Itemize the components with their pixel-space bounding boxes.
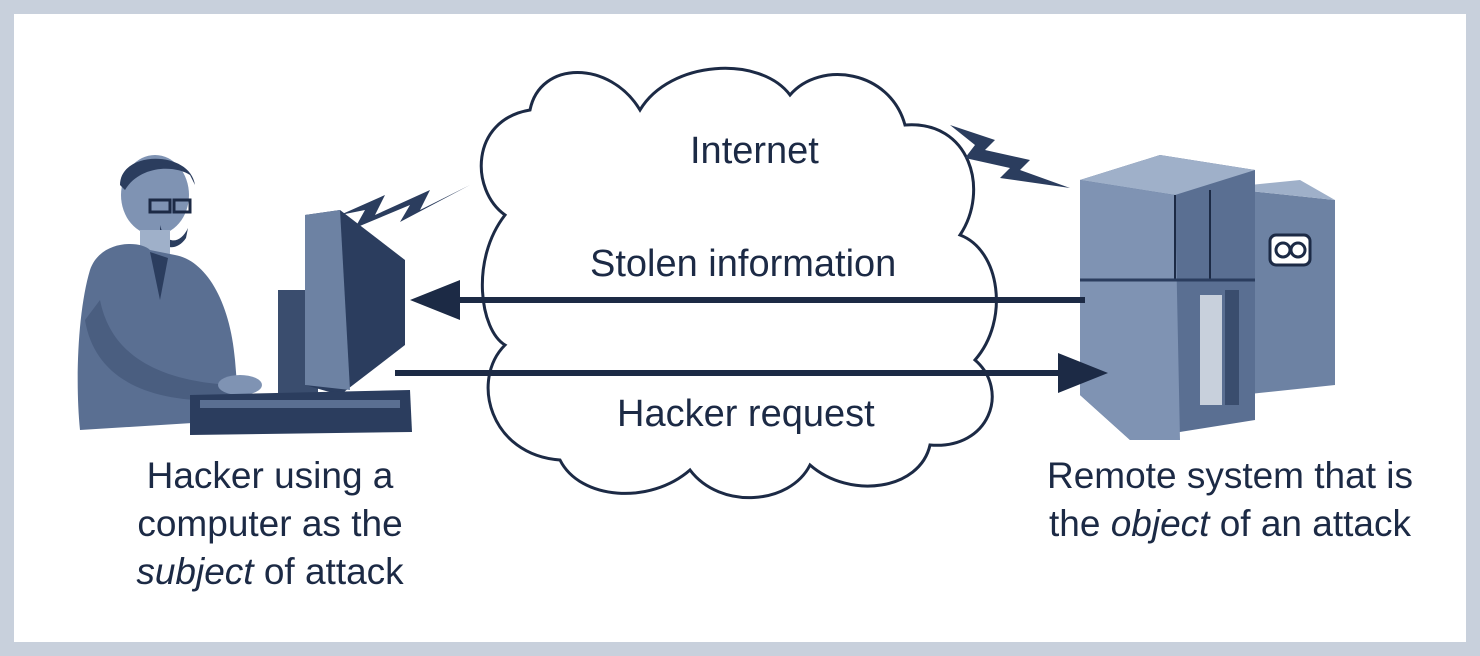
- cloud-icon: [479, 66, 998, 500]
- lightning-bolt-icon: [950, 125, 1070, 188]
- stolen-information-label: Stolen information: [590, 243, 897, 285]
- hacker-icon: [77, 155, 262, 430]
- stolen-information-arrowhead: [410, 280, 460, 320]
- hacker-caption-line3-rest: of attack: [253, 551, 404, 592]
- server-icon: [1080, 155, 1335, 440]
- hacker-request-arrowhead: [1058, 353, 1108, 393]
- server-caption-line2-pre: the: [1048, 503, 1111, 544]
- hacker-caption-line1: Hacker using a: [146, 455, 394, 496]
- hacker-caption: Hacker using a computer as the subject o…: [90, 452, 450, 596]
- lightning-bolt-icon: [340, 185, 470, 228]
- hacker-caption-line2: computer as the: [137, 503, 403, 544]
- hacker-request-label: Hacker request: [617, 393, 875, 435]
- cloud-label: Internet: [690, 130, 819, 172]
- server-caption-line2-rest: of an attack: [1209, 503, 1412, 544]
- hacker-caption-line3: subject of attack: [90, 548, 450, 596]
- server-caption: Remote system that is the object of an a…: [1030, 452, 1430, 548]
- object-emphasis: object: [1110, 503, 1210, 544]
- computer-monitor-icon: [190, 210, 412, 435]
- subject-emphasis: subject: [136, 551, 254, 592]
- server-caption-line2: the object of an attack: [1030, 500, 1430, 548]
- server-caption-line1: Remote system that is: [1046, 455, 1413, 496]
